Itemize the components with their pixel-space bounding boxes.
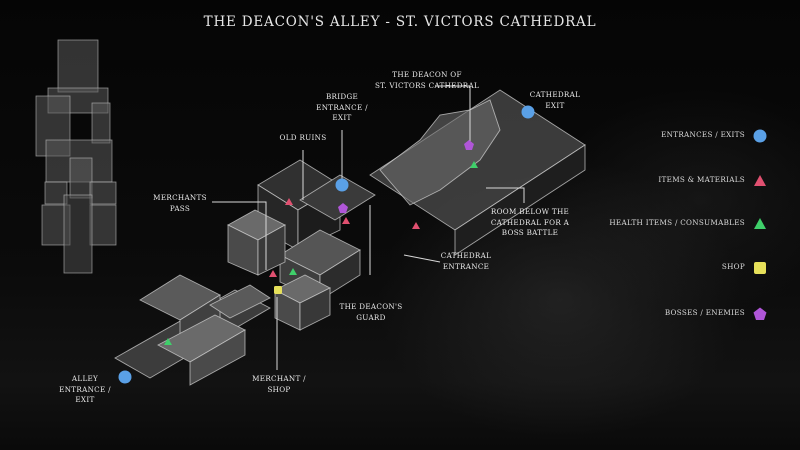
leader-deacon — [435, 85, 471, 145]
label-bridge-entrance: BRIDGE ENTRANCE / EXIT — [316, 92, 368, 122]
markers — [118, 105, 535, 384]
square-icon — [754, 262, 766, 274]
entrance-marker-cathedral-exit[interactable] — [521, 105, 535, 119]
overview-minimap — [35, 39, 117, 274]
legend-item-shop: SHOP — [540, 258, 800, 278]
item-marker-bridge[interactable] — [342, 217, 350, 224]
entrance-marker-alley[interactable] — [118, 370, 132, 384]
label-cathedral-entrance: CATHEDRAL ENTRANCE — [440, 251, 492, 271]
cathedral-side — [454, 144, 586, 256]
pentagon-icon — [753, 307, 767, 320]
legend-label: SHOP — [721, 262, 745, 271]
leader-merchants-pass — [212, 201, 267, 270]
label-old-ruins: OLD RUINS — [279, 133, 327, 142]
legend-item-items: ITEMS & MATERIALS — [540, 171, 800, 191]
legend-item-bosses: BOSSES / ENEMIES — [540, 304, 800, 324]
entrance-marker-bridge[interactable] — [335, 178, 349, 192]
health-marker-merchants-pass[interactable] — [289, 268, 297, 275]
label-deacons-guard: THE DEACON'S GUARD — [339, 302, 403, 322]
health-marker-alley[interactable] — [164, 338, 172, 345]
legend-label: ITEMS & MATERIALS — [658, 175, 745, 184]
leader-cathedral-entrance — [403, 254, 441, 263]
item-marker-cathedral-entrance[interactable] — [412, 222, 420, 229]
level-geometry — [114, 89, 586, 386]
item-marker-merchants-pass[interactable] — [269, 270, 277, 277]
map-title: THE DEACON'S ALLEY - ST. VICTORS CATHEDR… — [203, 14, 597, 30]
triangle-icon — [754, 175, 766, 186]
legend-item-entrances: ENTRANCES / EXITS — [540, 126, 800, 146]
leader-lines — [212, 85, 525, 370]
boss-marker-deacons-guard[interactable] — [338, 203, 348, 213]
label-cathedral-exit: CATHEDRAL EXIT — [529, 90, 581, 110]
label-alley-entrance: ALLEY ENTRANCE / EXIT — [59, 374, 111, 404]
label-deacon-of-cathedral: THE DEACON OF ST. VICTORS CATHEDRAL — [374, 70, 480, 90]
item-marker-old-ruins[interactable] — [285, 198, 293, 205]
triangle-icon — [754, 218, 766, 229]
legend-item-health: HEALTH ITEMS / CONSUMABLES — [540, 214, 800, 234]
legend-label: HEALTH ITEMS / CONSUMABLES — [609, 218, 745, 227]
boss-marker-deacon[interactable] — [464, 140, 474, 150]
health-marker-cathedral[interactable] — [470, 161, 478, 168]
legend-label: ENTRANCES / EXITS — [661, 130, 745, 139]
circle-icon — [753, 129, 767, 143]
leader-room-below — [486, 187, 525, 203]
label-merchant-shop: MERCHANT / SHOP — [252, 374, 306, 394]
shop-marker-merchant[interactable] — [274, 286, 282, 294]
label-merchants-pass: MERCHANTS PASS — [153, 193, 207, 213]
legend-label: BOSSES / ENEMIES — [664, 308, 745, 317]
label-room-below: ROOM BELOW THE CATHEDRAL FOR A BOSS BATT… — [490, 207, 570, 237]
